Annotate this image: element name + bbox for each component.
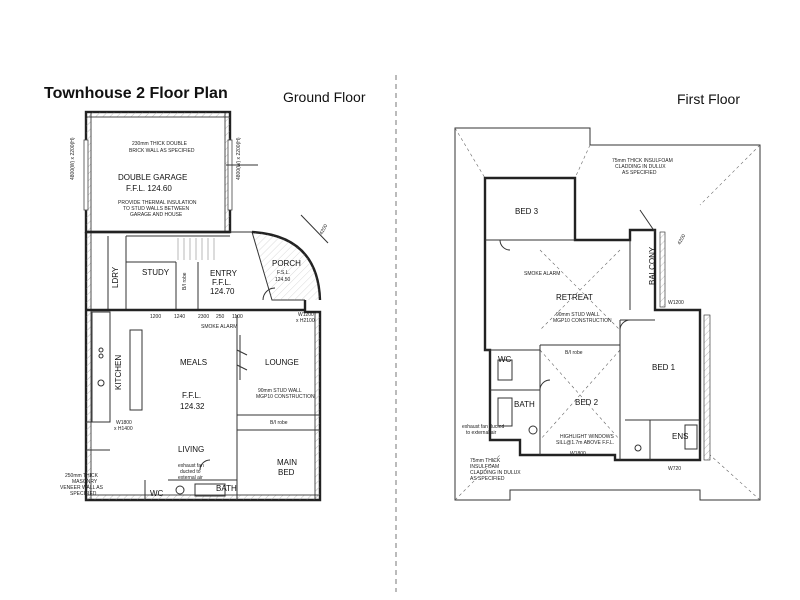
room-lounge: LOUNGE (265, 358, 299, 367)
note-cladding-2: CLADDING IN DULUX (615, 164, 666, 170)
garage-ffl: F.F.L. 124.60 (126, 184, 172, 193)
note-exhaust-1: exhaust fan (178, 463, 204, 469)
note-highlight-1: HIGHLIGHT WINDOWS (560, 434, 614, 440)
svg-text:4800(W) x 2200(H): 4800(W) x 2200(H) (236, 137, 242, 180)
note-stud-wall-first-1: 90mm STUD WALL (556, 312, 600, 318)
note-exhaust-2: ducted to (180, 469, 201, 475)
dim-first-4200: 4200 (677, 233, 688, 246)
room-meals: MEALS (180, 358, 207, 367)
note-bottom-clad-3: CLADDING IN DULUX (470, 470, 521, 476)
note-stud-wall-2: MGP10 CONSTRUCTION (256, 394, 315, 400)
note-bottom-clad-1: 75mm THICK (470, 458, 501, 464)
room-main-bed-2: BED (278, 468, 295, 477)
room-bath: BATH (216, 484, 237, 493)
note-masonry-3: VENEER WALL AS (60, 485, 104, 491)
first-floor-outline (483, 176, 702, 462)
dim-250: 250 (216, 314, 225, 320)
room-bed-3: BED 3 (515, 207, 539, 216)
ground-floor-plan: 4800(W) x 2200(H) 4800(W) x 2200(H) (60, 110, 330, 502)
note-brick-wall-1: 230mm THICK DOUBLE (132, 141, 188, 147)
first-floor-plan: BED 3 RETREAT BALCONY WC BATH BED 2 BED … (454, 127, 761, 501)
ground-floor-heading: Ground Floor (283, 89, 366, 105)
first-floor-roof-outline (454, 127, 761, 501)
note-bi-robe-first: B/I robe (565, 350, 583, 356)
room-ensuite: ENS (672, 432, 688, 441)
room-bath-first: BATH (514, 400, 535, 409)
note-thermal-3: GARAGE AND HOUSE (130, 212, 183, 218)
note-stud-wall-1: 90mm STUD WALL (258, 388, 302, 394)
room-living: LIVING (178, 445, 204, 454)
note-thermal-1: PROVIDE THERMAL INSULATION (118, 200, 197, 206)
room-bed-2: BED 2 (575, 398, 599, 407)
entry-ffl-value: 124.70 (210, 287, 235, 296)
meals-ffl: F.F.L. (182, 391, 201, 400)
dim-w1200: W1200 (298, 312, 314, 318)
first-floor-heading: First Floor (677, 91, 740, 107)
room-entry: ENTRY (210, 269, 238, 278)
dim-first-w1800: W1800 (570, 451, 586, 457)
meals-ffl-value: 124.32 (180, 402, 205, 411)
room-wc-first: WC (498, 355, 512, 364)
room-kitchen: KITCHEN (114, 355, 123, 390)
dim-h2100: x H2100 (296, 318, 315, 324)
note-exhaust-first-1: exhaust fan ducted (462, 424, 504, 430)
note-exhaust-3: external air (178, 475, 203, 481)
room-wc: WC (150, 489, 164, 498)
dim-first-w720: W720 (668, 466, 681, 472)
note-highlight-2: SILL@1.7m ABOVE F.F.L. (556, 440, 614, 446)
dim-1100: 1100 (232, 314, 243, 320)
note-bi-robe: B/I robe (270, 420, 288, 426)
note-brick-wall-2: BRICK WALL AS SPECIFIED (129, 148, 195, 154)
room-laundry: LDRY (111, 266, 120, 288)
note-smoke-first: SMOKE ALARM (524, 271, 560, 277)
dim-first-w1200: W1200 (668, 300, 684, 306)
note-stud-wall-first-2: MGP10 CONSTRUCTION (553, 318, 612, 324)
room-porch: PORCH (272, 259, 301, 268)
svg-text:4800(W) x 2200(H): 4800(W) x 2200(H) (70, 137, 76, 180)
dim-1200: 1200 (150, 314, 161, 320)
dim-1240: 1240 (174, 314, 185, 320)
porch-fsl-value: 124.50 (275, 277, 291, 283)
room-main-bed: MAIN (277, 458, 297, 467)
note-thermal-2: TO STUD WALLS BETWEEN (123, 206, 190, 212)
dim-2300: 2300 (198, 314, 209, 320)
room-bed-1: BED 1 (652, 363, 676, 372)
note-exhaust-first-2: to external air (466, 430, 497, 436)
room-double-garage: DOUBLE GARAGE (118, 173, 187, 182)
entry-ffl: F.F.L. (212, 278, 231, 287)
page-title: Townhouse 2 Floor Plan (44, 85, 228, 102)
dim-w1800: W1800 (116, 420, 132, 426)
note-cladding-1: 75mm THICK INSULFOAM (612, 158, 673, 164)
note-cladding-3: AS SPECIFIED (622, 170, 657, 176)
note-masonry-2: MASONRY (72, 479, 98, 485)
note-smoke-alarm: SMOKE ALARM (201, 324, 237, 330)
porch-fsl: F.S.L. (277, 270, 290, 276)
note-masonry-1: 250mm THICK (65, 473, 99, 479)
room-balcony: BALCONY (648, 246, 657, 285)
room-study: STUDY (142, 268, 170, 277)
room-retreat: RETREAT (556, 293, 593, 302)
note-bi-robe-entry: B/I robe (182, 272, 188, 290)
note-masonry-4: SPECIFIED (70, 491, 97, 497)
note-bottom-clad-2: INSULFOAM (470, 464, 499, 470)
note-bottom-clad-4: AS SPECIFIED (470, 476, 505, 482)
dim-4200: 4200 (319, 223, 330, 236)
dim-h1400: x H1400 (114, 426, 133, 432)
